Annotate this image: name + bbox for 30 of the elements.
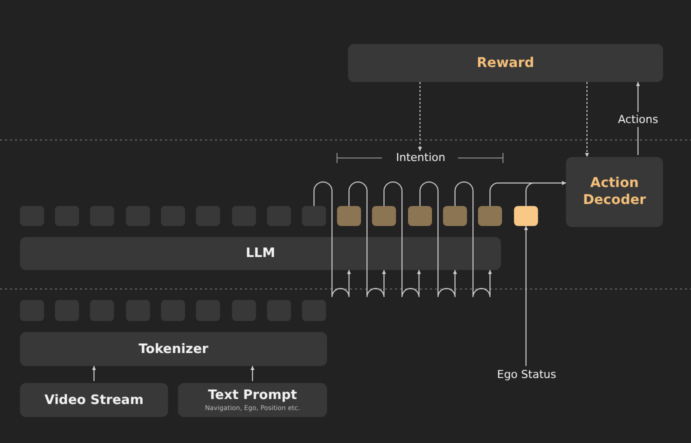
token-box: [478, 206, 502, 226]
token-box: [514, 206, 538, 226]
box-title: Action Decoder: [582, 175, 648, 209]
token-box: [408, 206, 432, 226]
process-box: [348, 44, 663, 82]
process-box: [20, 237, 501, 270]
box-title: Tokenizer: [138, 340, 208, 358]
arrow: [526, 180, 566, 206]
arrow: [454, 182, 492, 298]
arrow: [384, 182, 422, 298]
input-label: Ego Status: [497, 368, 556, 381]
box-title: LLM: [246, 245, 276, 262]
box-title: Reward: [476, 54, 534, 72]
arrow: [250, 366, 255, 382]
arrow: [418, 82, 422, 152]
bracket-label: Intention: [396, 151, 446, 164]
process-box: [20, 332, 327, 366]
token-box: [443, 206, 467, 226]
arrow: [314, 182, 352, 298]
box-title: Text Prompt: [208, 387, 298, 404]
token-box: [337, 206, 361, 226]
arrow: [584, 82, 590, 158]
arrow: [92, 366, 96, 382]
arrow: [524, 226, 528, 366]
box-title: Video Stream: [44, 392, 144, 408]
arrow: [420, 182, 458, 298]
token-box: [302, 206, 326, 226]
arrow: [348, 182, 386, 298]
token-box: [372, 206, 396, 226]
process-box: [566, 157, 663, 227]
